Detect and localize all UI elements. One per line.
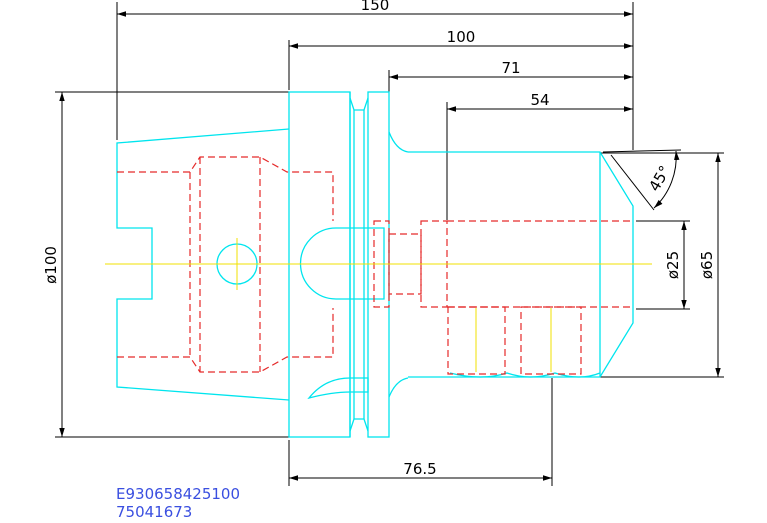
hidden-lines xyxy=(117,156,633,375)
part-code: E930658425100 xyxy=(116,485,240,503)
dim-76-5-label: 76.5 xyxy=(403,460,436,478)
dim-45-label: 45° xyxy=(645,162,674,194)
part-number: 75041673 xyxy=(116,503,192,521)
dim-arc-45 xyxy=(653,150,680,209)
dimension-lines xyxy=(55,2,724,486)
dim-100-label: 100 xyxy=(447,28,476,46)
dim-150-label: 150 xyxy=(361,0,390,14)
dim-71-label: 71 xyxy=(501,59,520,77)
dim-dia65-label: ø65 xyxy=(698,251,716,279)
dim-dia100-label: ø100 xyxy=(42,246,60,284)
dim-54-label: 54 xyxy=(530,91,549,109)
center-lines xyxy=(105,238,652,372)
dim-dia25-label: ø25 xyxy=(664,251,682,279)
